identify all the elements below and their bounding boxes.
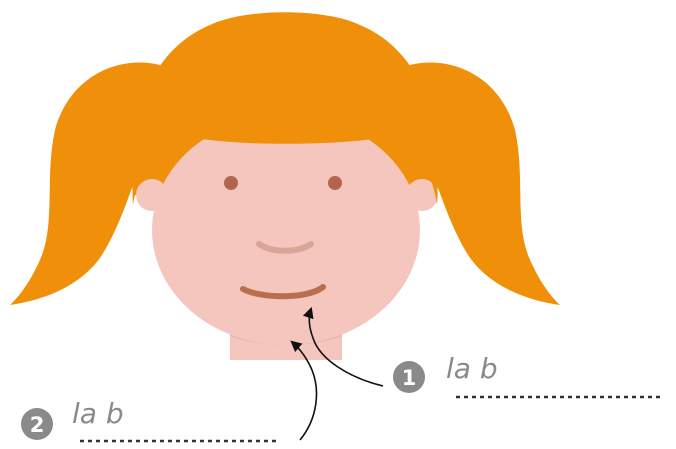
label-2-text: la b bbox=[72, 397, 124, 430]
label-2: 2 la b bbox=[21, 397, 276, 441]
right-eye bbox=[328, 176, 342, 190]
label-1: 1 la b bbox=[393, 352, 664, 397]
label-1-text: la b bbox=[446, 352, 498, 385]
face bbox=[152, 115, 420, 345]
badge-1-number: 1 bbox=[402, 366, 417, 390]
left-eye bbox=[224, 176, 238, 190]
badge-2-number: 2 bbox=[30, 413, 45, 437]
